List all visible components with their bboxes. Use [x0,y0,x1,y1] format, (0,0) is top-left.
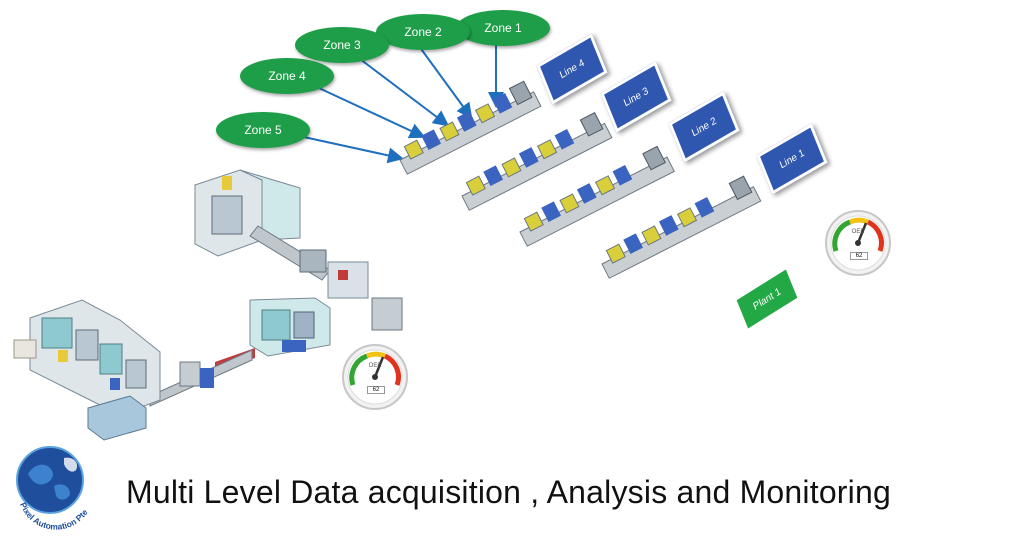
oee-gauge-lines-value: 62 [850,252,868,260]
assembly-line-overview [13,169,403,441]
zone-4-label: Zone 4 [240,58,334,94]
zone-5-label: Zone 5 [216,112,310,148]
zone-5-arrow [289,133,404,164]
zone-arrows [289,41,504,164]
company-logo: Pixel Automation Pte Ltd [10,440,90,532]
production-line-3 [461,112,613,211]
zone-1-label: Zone 1 [456,10,550,46]
oee-gauge-plant-value: 62 [367,386,385,394]
production-line-1 [601,175,762,279]
oee-gauge-plant [342,344,408,410]
production-line-2 [519,145,675,247]
production-line-4 [399,80,542,175]
zone-2-label: Zone 2 [376,14,470,50]
oee-gauge-lines [825,210,891,276]
zone-2-arrow [415,41,473,120]
oee-gauge-plant-label: OEE [368,363,382,369]
oee-gauge-lines-label: OEE [851,229,865,235]
zone-3-label: Zone 3 [295,27,389,63]
page-title: Multi Level Data acquisition , Analysis … [126,474,891,510]
zone-3-arrow [355,55,450,127]
zone-4-arrow [305,81,426,139]
